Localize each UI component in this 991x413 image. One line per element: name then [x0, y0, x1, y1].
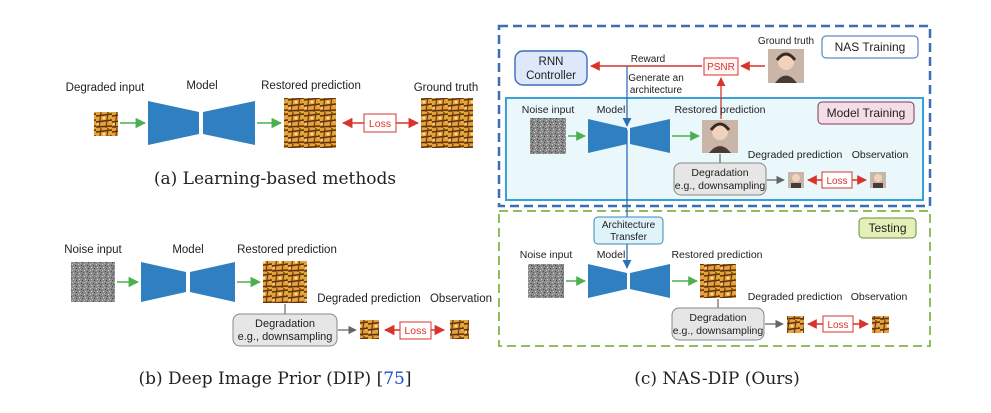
- degradation-example-label: e.g., downsampling: [675, 180, 766, 192]
- caption-c: (c) NAS-DIP (Ours): [634, 369, 800, 389]
- ground-truth-image: [421, 98, 473, 148]
- degradation-box: [671, 307, 765, 341]
- noise-input-image: [528, 264, 564, 298]
- degradation-example-label: e.g., downsampling: [673, 325, 764, 337]
- restored-prediction-label: Restored prediction: [671, 249, 762, 261]
- restored-prediction-label: Restored prediction: [674, 104, 765, 116]
- noise-input-label: Noise input: [64, 244, 122, 256]
- model-label: Model: [597, 104, 626, 116]
- nas-training-tag: [821, 35, 919, 59]
- degraded-prediction-label: Degraded prediction: [748, 291, 843, 303]
- reward-label: Reward: [631, 54, 665, 65]
- loss-label: Loss: [826, 176, 847, 187]
- noise-input-label: Noise input: [520, 249, 573, 261]
- restored-prediction-image: [263, 261, 307, 303]
- loss-label: Loss: [369, 118, 391, 130]
- model-label: Model: [172, 244, 203, 256]
- panel-c: NAS Training RNN Controller Reward Gener…: [497, 24, 932, 389]
- caption-b: (b) Deep Image Prior (DIP) [75]: [138, 369, 411, 389]
- rnn-label: RNN: [539, 56, 564, 68]
- degraded-prediction-image: [787, 316, 804, 333]
- model-label: Model: [186, 80, 217, 92]
- loss-box: [363, 113, 397, 133]
- loss-label: Loss: [827, 320, 848, 331]
- architecture-transfer-box: [593, 216, 664, 245]
- model-training-label: Model Training: [827, 106, 906, 120]
- controller-label: Controller: [526, 70, 576, 82]
- restored-prediction-label: Restored prediction: [261, 80, 361, 92]
- degradation-label: Degradation: [255, 318, 315, 330]
- encoder-shape: [588, 119, 627, 153]
- encoder-shape: [141, 262, 186, 302]
- observation-image: [450, 320, 469, 339]
- degraded-input-image: [94, 112, 118, 136]
- transfer-label: Transfer: [610, 232, 648, 243]
- ground-truth-label: Ground truth: [414, 82, 479, 94]
- decoder-shape: [203, 101, 255, 145]
- panel-b: Noise input Model Restored prediction De…: [64, 244, 492, 389]
- degradation-example-label: e.g., downsampling: [238, 331, 333, 343]
- observation-photo: [870, 172, 886, 188]
- observation-label: Observation: [852, 149, 909, 161]
- caption-a: (a) Learning-based methods: [154, 169, 396, 189]
- ground-truth-photo: [768, 49, 804, 83]
- restored-prediction-image: [284, 98, 336, 148]
- nas-training-label: NAS Training: [835, 40, 906, 54]
- loss-box: [399, 321, 432, 340]
- degradation-box: [232, 313, 338, 347]
- restored-prediction-label: Restored prediction: [237, 244, 337, 256]
- generate-label: Generate an: [628, 73, 684, 84]
- observation-image: [872, 316, 889, 333]
- degraded-prediction-image: [360, 320, 379, 339]
- nas-training-frame: [497, 24, 932, 208]
- observation-label: Observation: [851, 291, 908, 303]
- rnn-controller-box: [514, 50, 588, 86]
- degradation-label: Degradation: [691, 167, 748, 179]
- loss-box: [821, 171, 853, 189]
- testing-label: Testing: [868, 221, 906, 235]
- restored-prediction-image: [700, 264, 736, 298]
- citation-link[interactable]: 75: [383, 369, 405, 389]
- noise-input-image: [530, 118, 566, 154]
- model-training-tag: [817, 101, 915, 125]
- loss-label: Loss: [404, 325, 426, 337]
- testing-frame: [498, 210, 931, 347]
- decoder-shape: [630, 119, 670, 153]
- degraded-prediction-label: Degraded prediction: [748, 149, 843, 161]
- degraded-prediction-photo: [788, 172, 804, 188]
- degraded-prediction-label: Degraded prediction: [317, 293, 421, 305]
- psnr-label: PSNR: [707, 62, 735, 73]
- loss-box: [822, 315, 854, 333]
- restored-prediction-photo: [702, 120, 738, 153]
- observation-label: Observation: [430, 293, 492, 305]
- noise-input-image: [71, 262, 115, 302]
- psnr-box: [703, 57, 739, 76]
- ground-truth-label: Ground truth: [758, 36, 814, 47]
- encoder-shape: [148, 101, 199, 145]
- panel-a: Degraded input Model Restored prediction…: [66, 80, 479, 189]
- degraded-input-label: Degraded input: [66, 82, 145, 94]
- testing-tag: [858, 217, 917, 239]
- architecture-label: architecture: [630, 85, 683, 96]
- degradation-box: [673, 162, 767, 196]
- noise-input-label: Noise input: [522, 104, 575, 116]
- model-label: Model: [597, 249, 626, 261]
- decoder-shape: [630, 264, 670, 298]
- encoder-shape: [588, 264, 627, 298]
- decoder-shape: [190, 262, 235, 302]
- architecture-transfer-label: Architecture: [602, 220, 656, 231]
- degradation-label: Degradation: [689, 312, 746, 324]
